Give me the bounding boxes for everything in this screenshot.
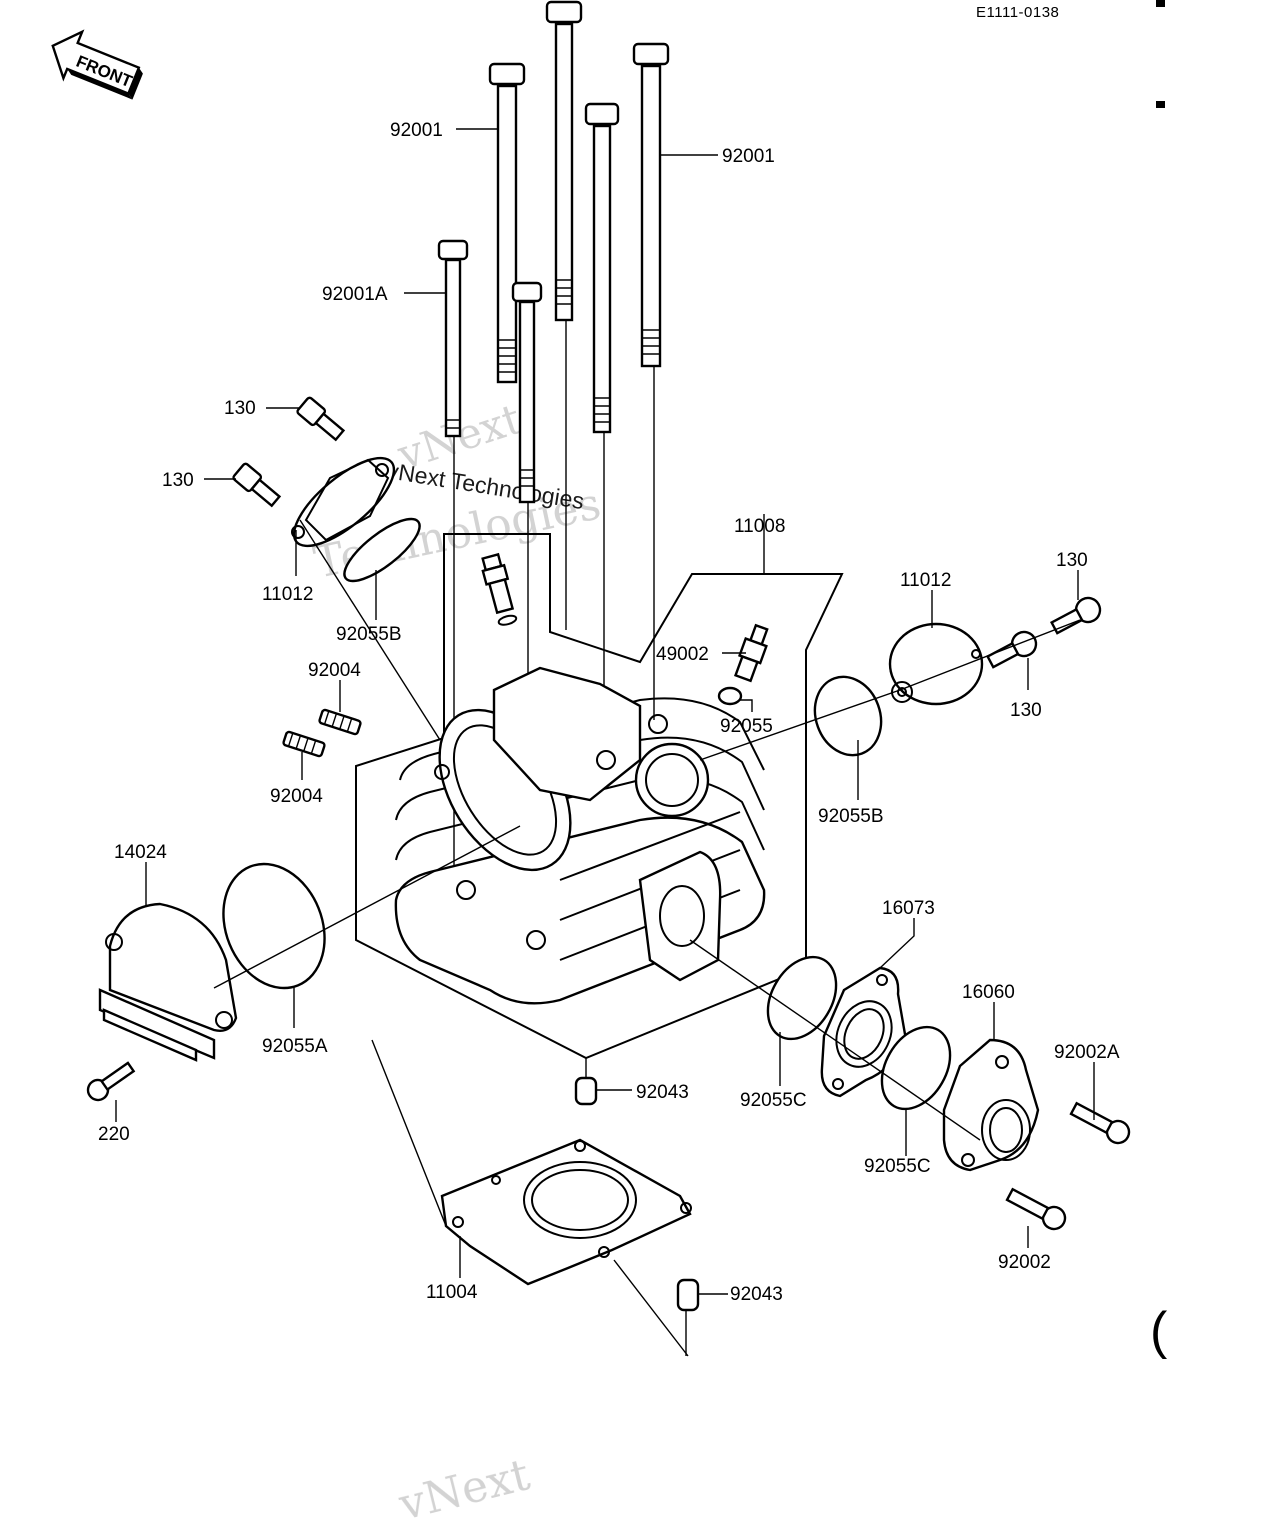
label-92004-b: 92004 <box>270 786 323 807</box>
leader-lines <box>115 128 1095 1295</box>
assembly-lines <box>213 519 1081 1357</box>
label-92055: 92055 <box>720 716 773 737</box>
label-92002: 92002 <box>998 1252 1051 1273</box>
cylinder-head <box>394 666 766 1005</box>
outlet-holder-16060 <box>942 1038 1040 1172</box>
dowel-92043-a <box>574 1076 598 1106</box>
head-bolt-92001A-a <box>437 239 469 890</box>
edge-mark <box>1156 0 1165 7</box>
label-130-d: 130 <box>1010 700 1042 721</box>
head-bolt-92001-a <box>488 62 526 384</box>
label-16073: 16073 <box>882 898 935 919</box>
bolt-220 <box>86 1061 136 1102</box>
front-arrow-icon: FRONT <box>51 29 143 100</box>
label-11004: 11004 <box>426 1282 478 1303</box>
stud-92004-b <box>282 730 326 758</box>
label-92055B-left: 92055B <box>336 624 402 645</box>
bolt-130-a <box>296 396 346 442</box>
label-92055C-a: 92055C <box>740 1090 807 1111</box>
label-130-c: 130 <box>1056 550 1088 571</box>
label-92043-a: 92043 <box>636 1082 689 1103</box>
valve-cap-11012-left <box>291 456 396 548</box>
head-bolt-92001-c <box>584 102 620 760</box>
label-92055A: 92055A <box>262 1036 328 1057</box>
label-220: 220 <box>98 1124 130 1145</box>
label-92001A: 92001A <box>322 284 388 305</box>
head-bolt-92001-d <box>632 42 670 720</box>
oring-92055B-left <box>343 517 421 583</box>
head-bolt-92001-b <box>545 0 583 630</box>
label-92055B-right: 92055B <box>818 806 884 827</box>
label-49002: 49002 <box>656 644 709 665</box>
label-92001-right: 92001 <box>722 146 775 167</box>
dowel-92043-b <box>676 1278 700 1312</box>
bolt-130-c <box>1050 596 1102 635</box>
label-92043-b: 92043 <box>730 1284 783 1305</box>
plug-top <box>481 552 518 626</box>
label-92055C-b: 92055C <box>864 1156 931 1177</box>
bolt-92002 <box>1005 1187 1067 1231</box>
plug-49002 <box>733 623 769 683</box>
oring-92055B-right <box>813 675 883 757</box>
label-92001-left: 92001 <box>390 120 443 141</box>
head-group-outline <box>355 533 844 1060</box>
label-14024: 14024 <box>114 842 167 863</box>
valve-cap-11012-right <box>888 622 984 706</box>
edge-paren: ( <box>1150 1302 1168 1360</box>
label-92004-a: 92004 <box>308 660 361 681</box>
bolt-92002A <box>1069 1101 1131 1145</box>
label-130-b: 130 <box>162 470 194 491</box>
label-11012-right: 11012 <box>900 570 951 591</box>
svg-text:vNext: vNext <box>393 1449 535 1531</box>
callout-labels: 92001 92001 92001A 130 130 11012 92055B … <box>98 120 1120 1305</box>
label-11008: 11008 <box>734 516 785 537</box>
stud-92004-a <box>318 708 362 736</box>
label-11012-left: 11012 <box>262 584 313 605</box>
oring-92055C-b <box>880 1025 952 1111</box>
edge-mark <box>1156 101 1165 108</box>
label-92002A: 92002A <box>1054 1042 1120 1063</box>
reference-code: E1111-0138 <box>976 4 1059 21</box>
side-cover-14024 <box>98 902 238 1062</box>
head-gasket-11004 <box>440 1138 692 1286</box>
label-130-a: 130 <box>224 398 256 419</box>
washer-92055 <box>717 686 743 706</box>
bolt-130-b <box>232 462 282 508</box>
oring-92055A <box>222 862 326 990</box>
label-16060: 16060 <box>962 982 1015 1003</box>
bolt-130-d <box>986 630 1038 669</box>
